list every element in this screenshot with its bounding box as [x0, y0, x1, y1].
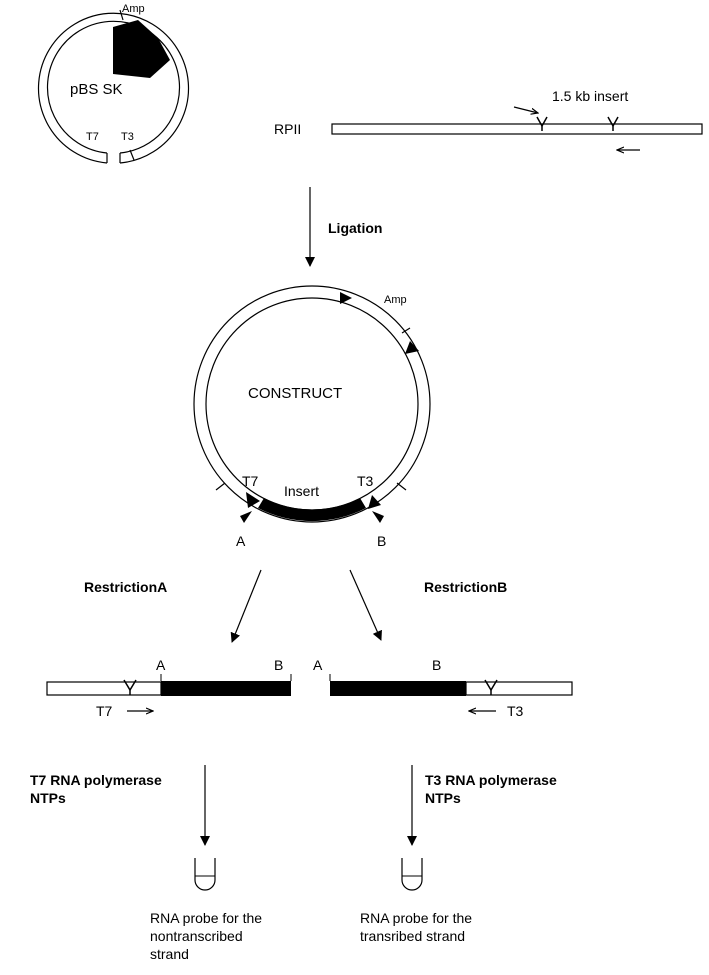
construct-t3-label: T3 — [357, 473, 374, 489]
plasmid-t3-label: T3 — [121, 131, 134, 143]
product-left-line3: strand — [150, 946, 189, 962]
vector-strand-left — [46, 681, 162, 696]
insert-strand-right — [330, 681, 466, 696]
product-left-line2: nontranscribed — [150, 928, 243, 944]
restriction-a-label: RestrictionA — [84, 579, 167, 595]
tube-right-icon — [401, 858, 423, 891]
right-polymerase-line2: NTPs — [425, 790, 461, 806]
restriction-b-arrow — [349, 569, 382, 641]
right-site-b-label: B — [432, 657, 441, 673]
plasmid-name: pBS SK — [70, 81, 123, 98]
restriction-a-arrow — [230, 569, 262, 643]
construct-site-b-label: B — [377, 533, 386, 549]
construct-site-a-label: A — [236, 533, 246, 549]
t7-promoter-arrow — [246, 492, 260, 508]
product-right-line2: transribed strand — [360, 928, 465, 944]
product-left-line1: RNA probe for the — [150, 910, 262, 926]
plasmid-t7-label: T7 — [86, 131, 99, 143]
construct-name: CONSTRUCT — [248, 385, 342, 402]
left-promoter-label: T7 — [96, 703, 113, 719]
amp-gene-block — [113, 20, 170, 78]
rpii-strand — [331, 123, 703, 135]
rpii-dna: RPII 1.5 kb insert — [274, 88, 703, 150]
amp-direction-arrow-2 — [405, 341, 419, 354]
amp-direction-arrow-1 — [340, 292, 352, 304]
product-right-line1: RNA probe for the — [360, 910, 472, 926]
rpii-insert-label: 1.5 kb insert — [552, 88, 628, 104]
insert-strand-left — [161, 681, 291, 696]
left-site-b-label: B — [274, 657, 283, 673]
linearized-template-b: A B T3 — [313, 657, 573, 719]
linearized-template-a: A B T7 — [46, 657, 292, 719]
construct-plasmid: Amp CONSTRUCT T7 T3 Insert A B — [193, 285, 431, 549]
construct-amp-label: Amp — [384, 294, 407, 306]
ligation-label: Ligation — [328, 220, 382, 236]
tube-left-icon — [194, 858, 216, 891]
left-site-a-label: A — [156, 657, 166, 673]
primer-forward-arrow — [513, 106, 538, 113]
plasmid-pbs-sk: Amp pBS SK T7 T3 — [37, 3, 190, 164]
right-promoter-label: T3 — [507, 703, 524, 719]
right-site-a-label: A — [313, 657, 323, 673]
restriction-b-label: RestrictionB — [424, 579, 507, 595]
insert-band — [258, 498, 366, 522]
left-polymerase-line1: T7 RNA polymerase — [30, 772, 162, 788]
construct-ring-inner — [205, 297, 419, 511]
left-polymerase-line2: NTPs — [30, 790, 66, 806]
right-polymerase-line1: T3 RNA polymerase — [425, 772, 557, 788]
plasmid-ring-inner — [46, 20, 181, 154]
vector-strand-right — [465, 681, 573, 696]
plasmid-amp-label: Amp — [122, 3, 145, 15]
construct-insert-label: Insert — [284, 483, 319, 499]
site-a-marker — [240, 511, 252, 523]
construct-t7-label: T7 — [242, 473, 259, 489]
plasmid-ring-outer — [37, 12, 190, 164]
site-b-marker — [372, 511, 384, 523]
t3-promoter-arrow — [368, 495, 381, 509]
construct-ring-outer — [193, 285, 431, 523]
rpii-label: RPII — [274, 121, 301, 137]
